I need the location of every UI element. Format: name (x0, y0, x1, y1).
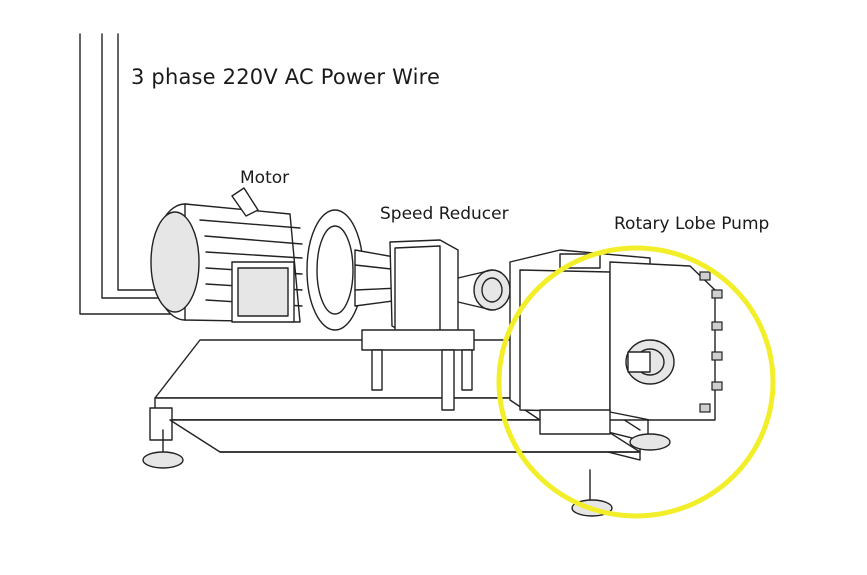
rotary-lobe-pump-label: Rotary Lobe Pump (614, 214, 770, 234)
speed-reducer-label: Speed Reducer (380, 204, 509, 224)
power-wire-label: 3 phase 220V AC Power Wire (131, 65, 441, 89)
highlight-circle (496, 245, 776, 519)
rotary-lobe-pump (509, 249, 723, 435)
speed-reducer (361, 239, 511, 411)
motor-body (150, 187, 364, 331)
motor-label: Motor (240, 168, 290, 188)
pump-cover-bolts (699, 271, 723, 413)
